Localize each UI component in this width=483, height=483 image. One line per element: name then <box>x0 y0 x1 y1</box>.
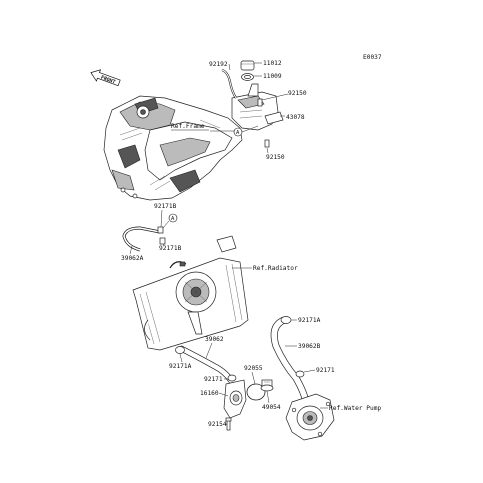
callout-43078: 43078 <box>286 114 305 121</box>
ref-radiator-label: Ref.Radiator <box>253 265 298 272</box>
water-pump <box>285 393 335 441</box>
callout-92171a-right: 92171A <box>298 317 321 324</box>
callout-16160: 16160 <box>200 390 219 397</box>
diagram-code: E0037 <box>363 54 382 61</box>
frame-assembly <box>103 95 243 201</box>
reservoir-cap <box>240 60 255 71</box>
clamp-92171b-lower <box>159 237 166 245</box>
callout-39062: 39062 <box>205 336 224 343</box>
callout-49054: 49054 <box>262 404 281 411</box>
connector-a-top: A <box>233 127 243 137</box>
callout-39062a: 39062A <box>121 255 144 262</box>
front-label: FRONT <box>100 75 116 86</box>
callout-92171a-left: 92171A <box>169 363 192 370</box>
callout-39062b: 39062B <box>298 343 321 350</box>
callout-92150-upper: 92150 <box>288 90 307 97</box>
callout-92171b-top: 92171B <box>154 203 177 210</box>
callout-11009: 11009 <box>263 73 282 80</box>
clamp-92171-right <box>295 370 305 378</box>
callout-92150-lower: 92150 <box>266 154 285 161</box>
callout-92171b-bottom: 92171B <box>159 245 182 252</box>
bolt-92154 <box>225 417 232 431</box>
ref-frame-label: Ref.Frame <box>171 123 205 130</box>
radiator <box>132 235 249 351</box>
bracket-43078 <box>264 111 284 125</box>
callout-92055: 92055 <box>244 365 263 372</box>
hose-39062b <box>270 316 310 403</box>
connector-a-bottom-label: A <box>171 216 175 222</box>
connector-a-bottom: A <box>168 213 178 223</box>
pump-housing-16160 <box>223 379 247 419</box>
callout-92192: 92192 <box>209 61 228 68</box>
cap-gasket <box>241 73 254 81</box>
clamp-92171b-upper <box>157 226 164 234</box>
overflow-hose-39062a <box>122 226 161 252</box>
thermostat-49054 <box>260 379 274 392</box>
clamp-92171a-right <box>280 316 292 324</box>
bolt-92150-upper <box>257 98 263 107</box>
o-ring-92055 <box>246 383 266 401</box>
ref-water-pump-label: Ref.Water Pump <box>329 405 381 412</box>
callout-92171-mid: 92171 <box>204 376 223 383</box>
callout-92171-right: 92171 <box>316 367 335 374</box>
callout-92154: 92154 <box>208 421 227 428</box>
front-arrow-icon: FRONT <box>90 69 121 87</box>
clamp-92171-mid <box>227 374 237 382</box>
connector-a-top-label: A <box>236 130 240 136</box>
clamp-92171a-left <box>175 346 185 354</box>
callout-11012: 11012 <box>263 60 282 67</box>
bolt-92150-lower <box>264 139 270 148</box>
